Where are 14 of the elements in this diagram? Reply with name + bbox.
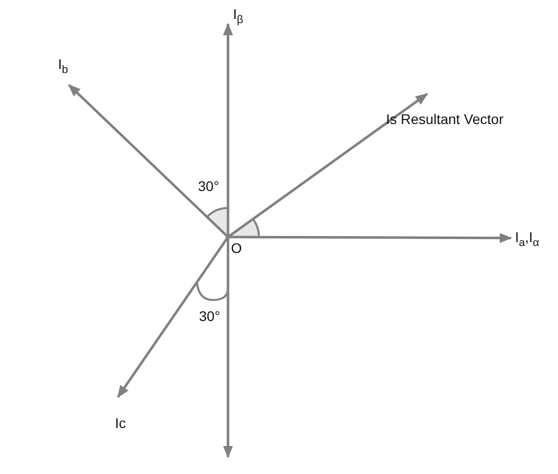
vector-label: I$_{b}$ — [58, 56, 68, 78]
vector-label: Ic — [115, 415, 126, 431]
angle-label: 30° — [198, 178, 220, 194]
vector-arrow — [223, 237, 233, 458]
vector-arrow — [116, 236, 230, 398]
vector-label: I$_{a}$,I$_{α}$ — [515, 229, 540, 251]
angle-label: 30° — [199, 308, 220, 324]
vector-arrow — [68, 84, 229, 238]
vector-label: I$_{β}$ — [233, 6, 244, 28]
origin-label: O — [231, 240, 242, 256]
vector-arrow — [223, 22, 233, 237]
vector-arrow — [227, 92, 428, 238]
vector-label: Is Resultant Vector — [386, 111, 504, 127]
vector-arrow — [228, 232, 512, 243]
